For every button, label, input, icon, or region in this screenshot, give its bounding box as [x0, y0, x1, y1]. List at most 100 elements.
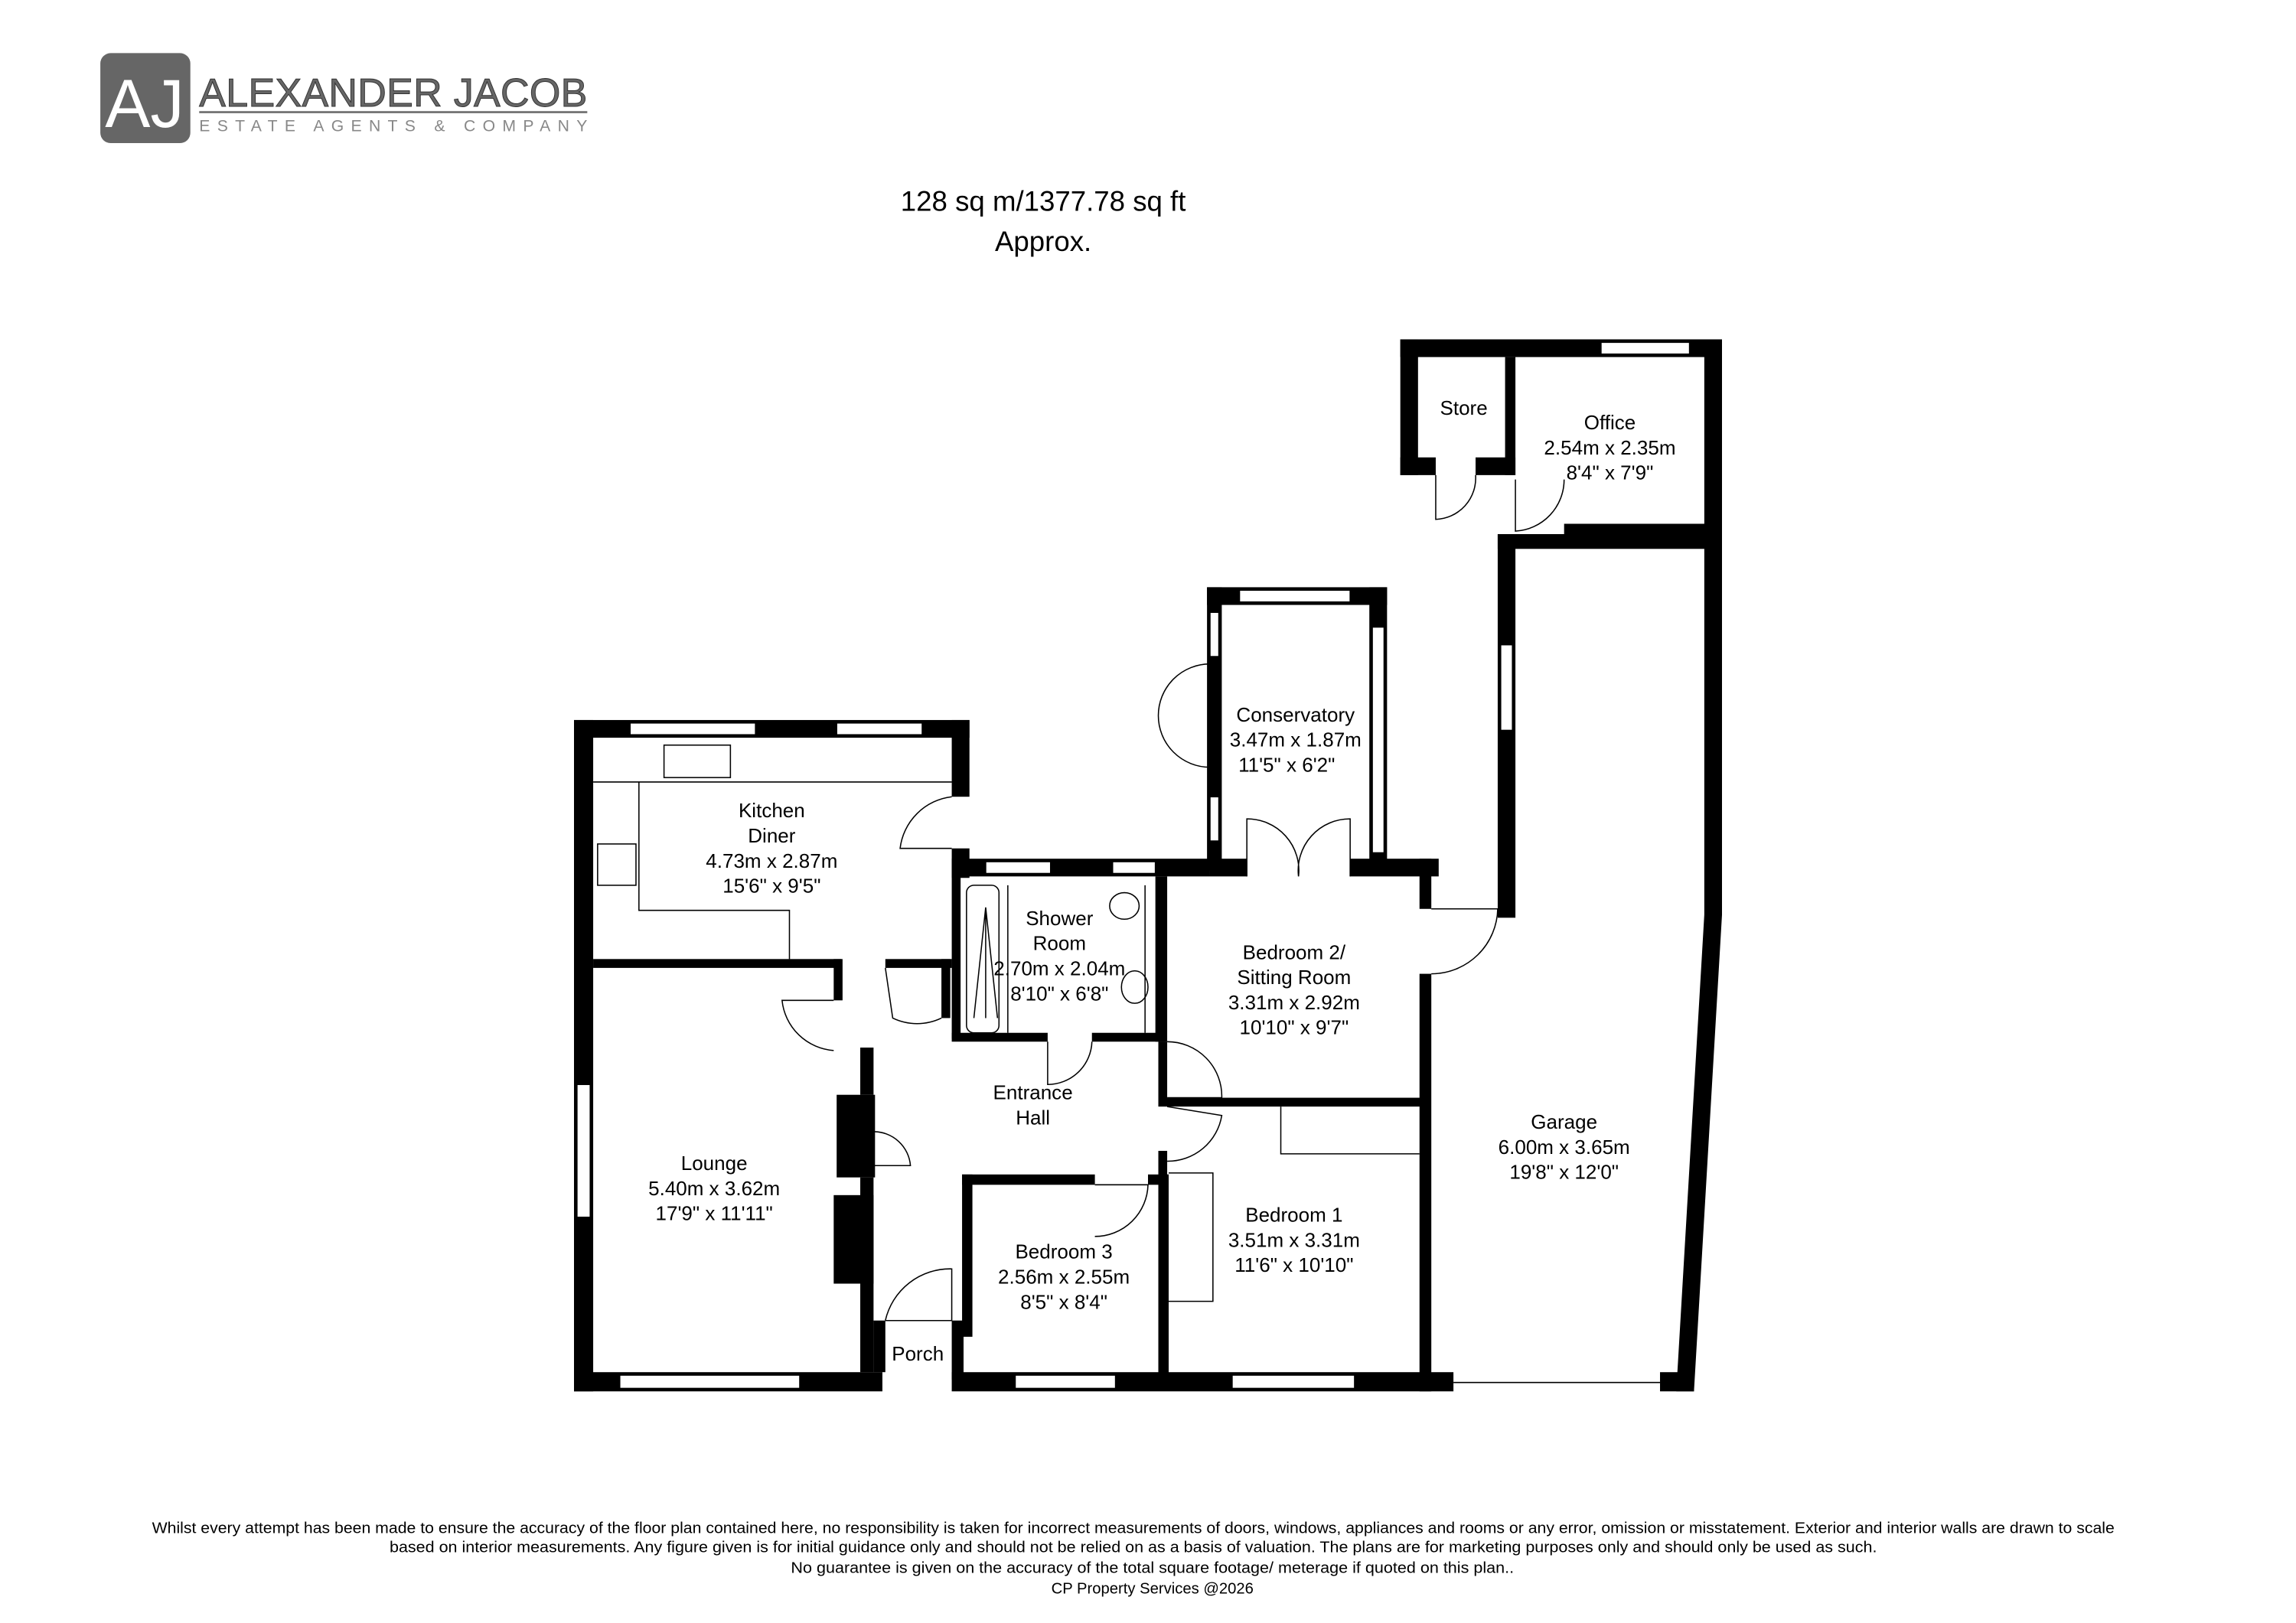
logo-tagline: ESTATE AGENTS & COMPANY: [199, 118, 587, 135]
door-swing: [781, 999, 834, 1051]
label-text: Conservatory: [1236, 703, 1355, 726]
label-text: 10'10" x 9'7": [1240, 1016, 1349, 1039]
room-garage: Garage 6.00m x 3.65m 19'8" x 12'0": [1499, 1110, 1630, 1184]
window: [1231, 1374, 1355, 1390]
label-text: 17'9" x 11'11": [656, 1202, 773, 1225]
door-swing: [899, 796, 952, 849]
room-bedroom-2: Bedroom 2/ Sitting Room 3.31m x 2.92m 10…: [1228, 940, 1360, 1038]
window: [576, 1084, 591, 1218]
label-text: Hall: [1016, 1106, 1050, 1129]
label-text: 4.73m x 2.87m: [706, 849, 837, 872]
door-swing: [1047, 1041, 1093, 1085]
label-text: Sitting Room: [1237, 966, 1351, 989]
label-text: Bedroom 3: [1015, 1240, 1112, 1263]
label-text: 2.70m x 2.04m: [993, 957, 1125, 980]
window: [1500, 644, 1513, 732]
label-text: Bedroom 2/: [1243, 940, 1346, 963]
door-swing: [1167, 1041, 1223, 1099]
label-text: 15'6" x 9'5": [722, 875, 820, 898]
plan-line: [593, 781, 952, 960]
wall: [1158, 1041, 1168, 1101]
room-office: Office 2.54m x 2.35m 8'4" x 7'9": [1544, 411, 1675, 484]
label-text: No guarantee is given on the accuracy of…: [791, 1559, 1514, 1576]
label-text: Kitchen: [739, 799, 805, 822]
hob-icon: [597, 843, 637, 886]
window: [618, 1374, 801, 1390]
label-text: Shower: [1026, 907, 1094, 930]
wall: [1505, 357, 1516, 475]
wall: [1476, 457, 1516, 475]
room-cupboard: Cup: [842, 1118, 865, 1155]
label-text: 8'4" x 7'9": [1567, 461, 1654, 484]
wall: [1419, 973, 1432, 1392]
room-kitchen: Kitchen Diner 4.73m x 2.87m 15'6" x 9'5": [706, 799, 837, 897]
label-text: 19'8" x 12'0": [1509, 1161, 1619, 1184]
label-text: Whilst every attempt has been made to en…: [152, 1520, 2115, 1537]
wall: [1350, 859, 1439, 877]
wall: [951, 876, 961, 1039]
wall: [574, 719, 594, 1392]
wall: [941, 959, 951, 1018]
disclaimer: Whilst every attempt has been made to en…: [152, 1520, 2115, 1597]
label-text: Entrance: [993, 1080, 1073, 1103]
wall: [873, 1320, 885, 1373]
label-text: 3.31m x 2.92m: [1228, 991, 1360, 1014]
room-conservatory: Conservatory 3.47m x 1.87m 11'5" x 6'2": [1230, 703, 1362, 777]
logo-monogram-box: [100, 53, 191, 144]
label-text: 6.00m x 3.65m: [1499, 1136, 1630, 1159]
door-swing: [873, 1131, 912, 1167]
label-text: 8'10" x 6'8": [1010, 982, 1108, 1005]
label-text: Diner: [748, 824, 796, 847]
room-lounge: Lounge 5.40m x 3.62m 17'9" x 11'11": [648, 1152, 780, 1225]
label-text: 5.40m x 3.62m: [648, 1177, 780, 1200]
basin-icon: [1120, 970, 1149, 1004]
label-text: 3.51m x 3.31m: [1228, 1228, 1360, 1251]
window: [629, 722, 756, 736]
credit: CP Property Services @2026: [1052, 1580, 1254, 1597]
wall: [1209, 859, 1247, 877]
label-text: Lounge: [681, 1152, 748, 1175]
wall: [1419, 859, 1432, 909]
logo-name: ALEXANDER JACOB: [199, 71, 587, 116]
wall: [951, 719, 970, 797]
door-swing: [1435, 474, 1476, 520]
door-swing: [885, 1268, 953, 1322]
window: [1209, 611, 1220, 657]
wall: [833, 959, 843, 1001]
window: [1238, 589, 1351, 603]
label-text: Room: [1033, 932, 1086, 955]
plan-line: [973, 907, 999, 1018]
fixtures: [593, 744, 1420, 1302]
label-text: 2.56m x 2.55m: [998, 1266, 1130, 1289]
wall: [1155, 876, 1168, 1042]
door-swing: [1157, 663, 1210, 768]
wall: [1158, 1174, 1169, 1378]
door-swing: [1431, 908, 1499, 975]
room-porch: Porch: [892, 1342, 944, 1365]
plan-line: [1168, 1172, 1214, 1302]
wall: [1158, 1150, 1168, 1181]
door-swing: [1246, 818, 1351, 877]
label-text: 11'6" x 10'10": [1234, 1253, 1353, 1276]
label-text: 11'5" x 6'2": [1238, 753, 1335, 776]
window: [1014, 1374, 1117, 1390]
wall: [951, 1032, 1048, 1042]
door-swing: [1166, 1106, 1223, 1162]
label-text: 2.54m x 2.35m: [1544, 436, 1675, 459]
wall: [1400, 339, 1418, 475]
label-text: Bedroom 1: [1245, 1204, 1342, 1227]
windows: [576, 341, 1691, 1390]
door-swing: [1094, 1184, 1149, 1237]
wall: [860, 1048, 874, 1095]
wall: [885, 959, 952, 968]
total-area: 128 sq m/1377.78 sq ft: [901, 186, 1186, 217]
wall: [1660, 1372, 1694, 1392]
company-logo: AJ ALEXANDER JACOB ESTATE AGENTS & COMPA…: [100, 53, 588, 144]
wall: [1400, 457, 1436, 475]
room-shower: Shower Room 2.70m x 2.04m 8'10" x 6'8": [993, 907, 1125, 1005]
door-swing: [885, 967, 942, 1025]
room-store: Store: [1440, 396, 1488, 419]
label-text: based on interior measurements. Any figu…: [390, 1539, 1877, 1556]
wall: [962, 1174, 973, 1337]
